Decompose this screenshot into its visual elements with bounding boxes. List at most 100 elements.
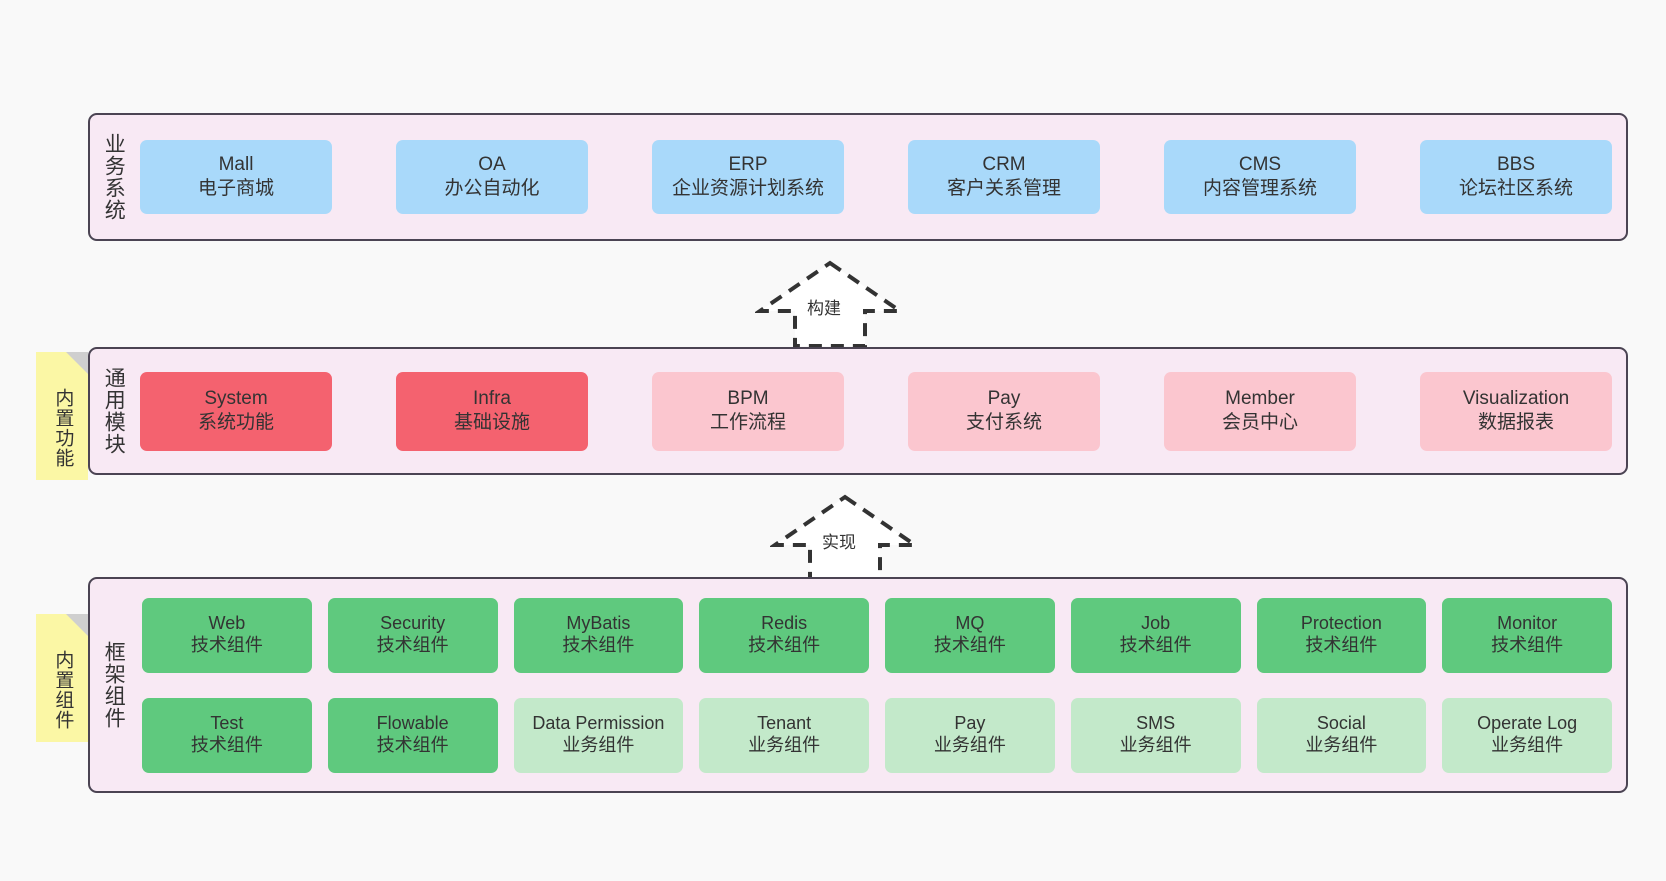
panel-title-framework: 框架组件 (102, 641, 126, 729)
card-title-en: Test (210, 713, 244, 734)
card-title-en: Redis (761, 613, 808, 634)
card-title-en: Social (1316, 713, 1366, 734)
panel-business-systems: 业务系统 Mall 电子商城 OA 办公自动化 ERP 企业资源计划系统 CRM 客户关系管理… (88, 113, 1628, 241)
card-title-en: Flowable (376, 713, 449, 734)
card-title-cn: 数据报表 (1477, 412, 1554, 433)
card-title-cn: 技术组件 (376, 735, 449, 755)
sticky-note-builtin-components: 内置组件 (36, 614, 88, 742)
card-title-en: CMS (1238, 153, 1282, 175)
card-business-5[interactable]: BBS 论坛社区系统 (1420, 140, 1612, 214)
card-title-cn: 技术组件 (748, 635, 821, 655)
build-arrow-icon (753, 260, 907, 348)
card-title-en: System (204, 387, 268, 409)
folded-corner-icon (66, 614, 88, 636)
card-business-0[interactable]: Mall 电子商城 (140, 140, 332, 214)
card-title-en: Security (380, 613, 446, 634)
connector-implement: 实现 (768, 492, 922, 584)
card-module-1[interactable]: Infra 基础设施 (396, 371, 588, 451)
card-title-cn: 技术组件 (1119, 635, 1192, 655)
card-title-en: Protection (1300, 613, 1382, 634)
card-title-cn: 论坛社区系统 (1458, 178, 1573, 199)
card-title-cn: 业务组件 (1491, 735, 1564, 755)
card-title-en: Mall (218, 153, 254, 175)
card-title-cn: 基础设施 (453, 412, 530, 433)
card-module-5[interactable]: Visualization 数据报表 (1420, 371, 1612, 451)
card-title-cn: 电子商城 (197, 178, 274, 199)
card-title-en: OA (478, 153, 506, 175)
card-module-4[interactable]: Member 会员中心 (1164, 371, 1356, 451)
card-title-en: SMS (1136, 713, 1176, 734)
card-title-en: Data Permission (532, 713, 665, 734)
card-title-cn: 技术组件 (190, 735, 263, 755)
card-business-1[interactable]: OA 办公自动化 (396, 140, 588, 214)
card-title-en: Tenant (757, 713, 812, 734)
card-title-en: ERP (728, 153, 768, 175)
card-title-en: BPM (727, 387, 769, 409)
card-title-cn: 客户关系管理 (946, 178, 1061, 199)
card-title-cn: 企业资源计划系统 (671, 178, 824, 199)
card-title-cn: 系统功能 (197, 412, 274, 433)
card-title-cn: 内容管理系统 (1202, 178, 1317, 199)
card-title-cn: 业务组件 (562, 735, 635, 755)
implement-arrow-icon (768, 494, 922, 582)
card-title-cn: 支付系统 (965, 412, 1042, 433)
connector-build-label: 构建 (807, 299, 841, 318)
card-business-3[interactable]: CRM 客户关系管理 (908, 140, 1100, 214)
card-title-cn: 业务组件 (748, 735, 821, 755)
card-title-cn: 技术组件 (933, 635, 1006, 655)
card-title-en: Member (1225, 387, 1295, 409)
card-title-cn: 办公自动化 (444, 178, 540, 199)
card-title-en: BBS (1496, 153, 1536, 175)
card-module-2[interactable]: BPM 工作流程 (652, 371, 844, 451)
card-module-0[interactable]: System 系统功能 (140, 371, 332, 451)
sticky-note-builtin-features-label: 内置功能 (52, 388, 74, 468)
card-title-en: Monitor (1497, 613, 1558, 634)
connector-implement-label: 实现 (822, 533, 856, 552)
card-title-cn: 技术组件 (1305, 635, 1378, 655)
card-title-en: CRM (982, 153, 1026, 175)
card-title-cn: 技术组件 (190, 635, 263, 655)
card-title-en: Pay (954, 713, 986, 734)
card-title-en: MyBatis (566, 613, 631, 634)
card-title-en: Operate Log (1477, 713, 1578, 734)
folded-corner-icon (66, 352, 88, 374)
panel-title-modules: 通用模块 (102, 367, 126, 455)
connector-build: 构建 (753, 258, 907, 350)
card-title-en: MQ (955, 613, 985, 634)
card-title-cn: 会员中心 (1221, 412, 1298, 433)
card-business-2[interactable]: ERP 企业资源计划系统 (652, 140, 844, 214)
card-title-cn: 业务组件 (1119, 735, 1192, 755)
card-title-cn: 业务组件 (933, 735, 1006, 755)
card-title-cn: 工作流程 (709, 412, 786, 433)
card-title-cn: 技术组件 (562, 635, 635, 655)
sticky-note-builtin-features: 内置功能 (36, 352, 88, 480)
card-title-en: Job (1141, 613, 1171, 634)
card-title-en: Infra (472, 387, 512, 409)
sticky-note-builtin-components-label: 内置组件 (52, 650, 74, 730)
card-business-4[interactable]: CMS 内容管理系统 (1164, 140, 1356, 214)
panel-title-business: 业务系统 (102, 133, 126, 221)
card-title-cn: 技术组件 (1491, 635, 1564, 655)
card-title-en: Visualization (1462, 387, 1570, 409)
